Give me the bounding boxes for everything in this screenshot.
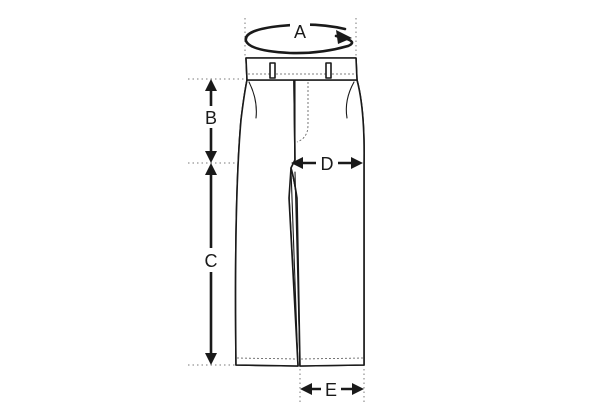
left-leg-fill	[234, 79, 299, 367]
trousers-icon	[234, 57, 365, 367]
inseam-arrowhead-top	[205, 163, 217, 175]
leg-opening-label: E	[325, 380, 337, 400]
fly-stitch	[296, 82, 309, 143]
right-leg-fill	[290, 79, 365, 367]
waist-label: A	[294, 22, 306, 42]
measure-a-waist: A	[244, 20, 354, 55]
measure-e-leg-opening: E	[300, 378, 364, 400]
inseam-right	[294, 171, 301, 367]
belt-loop-right	[325, 62, 332, 79]
waist-label-bg	[290, 20, 310, 44]
leg-opening-arrowhead-left	[300, 383, 312, 395]
leg-opening-label-bg	[321, 378, 341, 400]
belt-loop-left	[269, 62, 276, 79]
measure-c-inseam: C	[201, 163, 221, 365]
waist-arrowhead	[336, 30, 352, 44]
rise-arrowhead-bottom	[205, 151, 217, 163]
rise-arrowhead-top	[205, 79, 217, 91]
pocket-left	[248, 81, 257, 119]
waistband	[245, 57, 358, 81]
inseam-arrowhead-bottom	[205, 353, 217, 365]
inseam-label-bg	[201, 248, 221, 272]
pocket-right	[345, 81, 355, 119]
inseam-label: C	[205, 251, 218, 271]
inseam-left	[290, 169, 299, 367]
guide-lines	[188, 18, 365, 402]
thigh-label: D	[321, 154, 334, 174]
leg-opening-arrowhead-right	[352, 383, 364, 395]
rise-label-bg	[201, 106, 221, 128]
measure-d-thigh: D	[291, 152, 363, 174]
rise-label: B	[205, 108, 217, 128]
measure-b-rise: B	[201, 79, 221, 163]
thigh-label-bg	[316, 152, 338, 174]
thigh-arrowhead-left	[291, 157, 303, 169]
thigh-arrowhead-right	[351, 157, 363, 169]
